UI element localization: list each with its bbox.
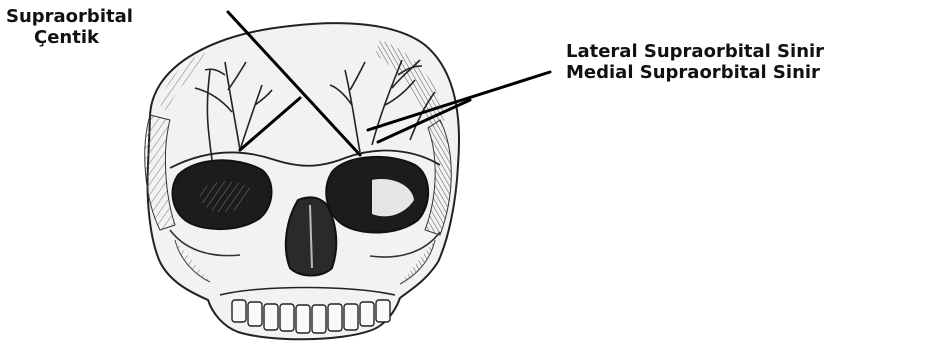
lateral-nerve-label: Lateral Supraorbital Sinir (566, 41, 824, 62)
medial-nerve-label: Medial Supraorbital Sinir (566, 62, 824, 83)
supraorbital-notch-line2: Çentik (6, 27, 133, 48)
supraorbital-notch-line1: Supraorbital (6, 6, 133, 27)
nerve-labels: Lateral Supraorbital Sinir Medial Suprao… (566, 41, 824, 83)
supraorbital-notch-label: Supraorbital Çentik (6, 6, 133, 48)
